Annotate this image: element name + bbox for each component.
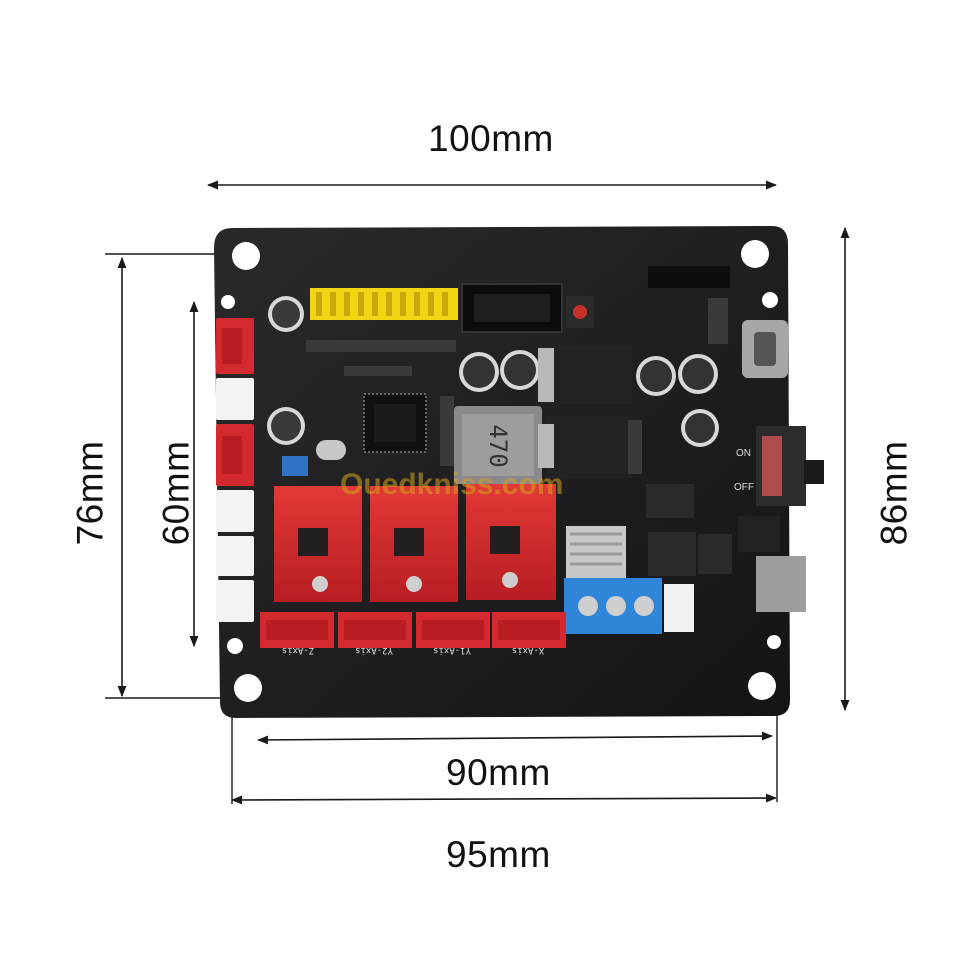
dim-label-95mm: 95mm [446,834,551,875]
heatsink [566,526,626,578]
axis-label-y1: Y1-Axis [433,645,471,655]
axis-label-x: X-Axis [512,645,545,655]
watermark: Ouedkniss.com [340,468,563,501]
capacitors [267,296,719,447]
dim-label-100mm: 100mm [428,118,554,159]
dc-jack [756,556,806,612]
width-90-line [256,731,774,745]
axis-connectors [260,612,566,648]
axis-label-y2: Y2-Axis [355,645,393,655]
dim-label-76mm: 76mm [69,440,111,546]
pcb-board: 470 ON OFF [214,226,824,718]
axis-label-z: Z-Axis [282,645,315,655]
stepper-driver-2 [370,486,458,602]
stepper-driver-3 [466,484,556,600]
width-95-line [230,793,778,805]
left-connectors [216,318,254,622]
inductor-marking: 470 [484,424,512,467]
dimension-lines [105,180,850,805]
switch-off-label: OFF [734,482,754,493]
yellow-pin-header [310,288,458,320]
stepper-driver-1 [274,486,362,602]
dim-label-86mm: 86mm [873,440,915,546]
screw-terminal [564,578,694,634]
box-header [461,283,563,333]
mounting-holes [221,240,781,702]
dim-label-90mm: 90mm [446,752,551,793]
power-switch: ON OFF [734,426,824,506]
switch-on-label: ON [736,448,751,459]
inductor: 470 [454,406,542,484]
mcu-chip [363,393,427,453]
dim-label-60mm: 60mm [155,440,197,546]
